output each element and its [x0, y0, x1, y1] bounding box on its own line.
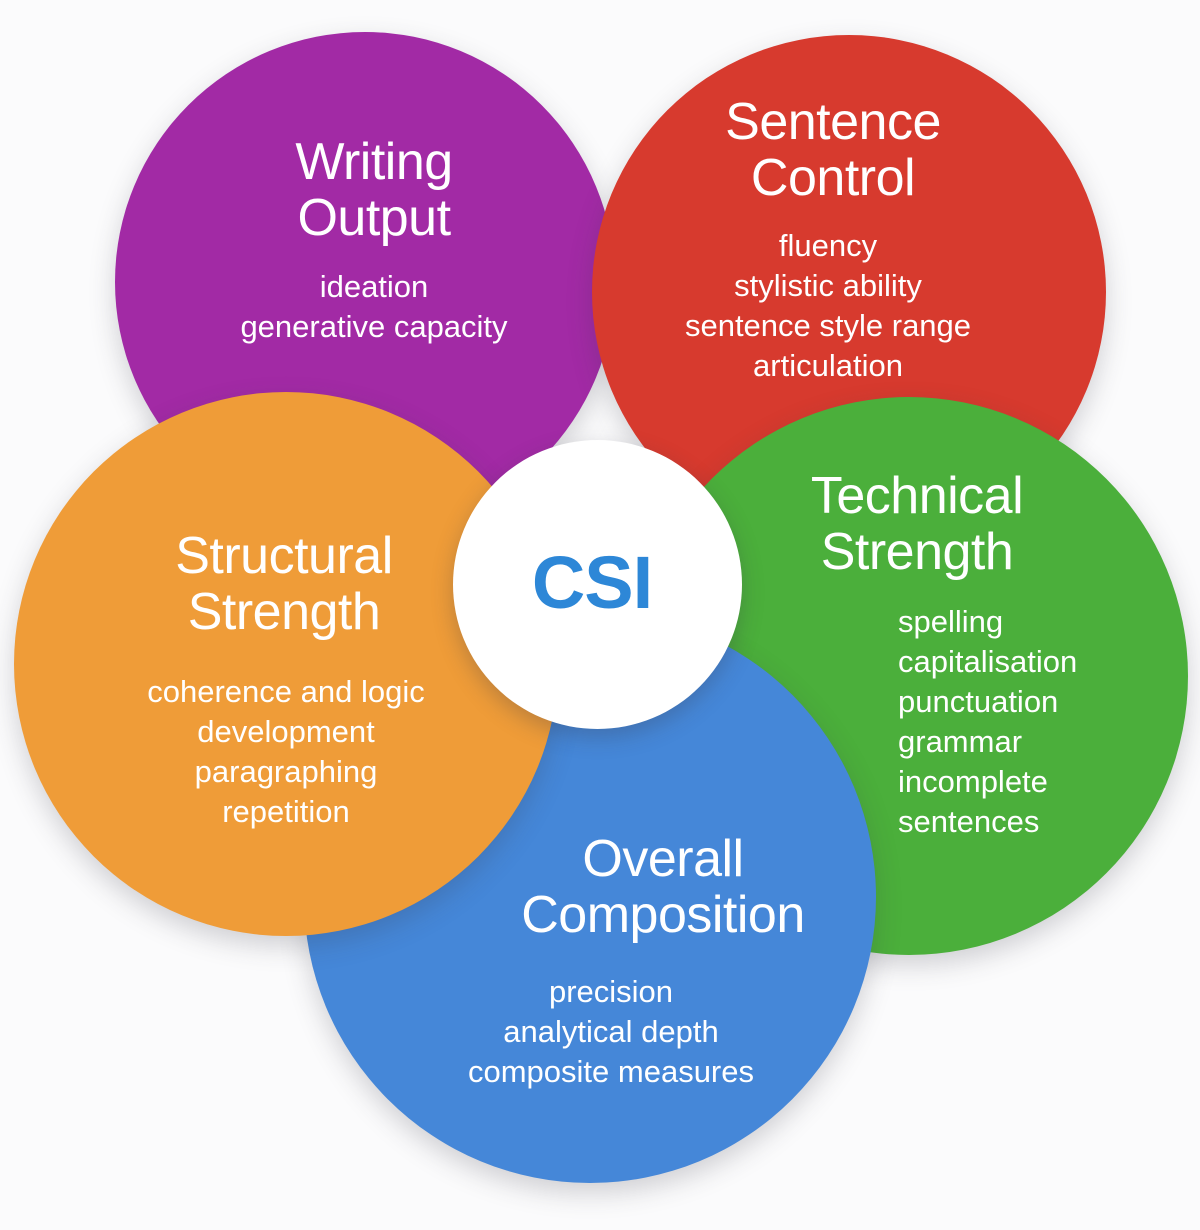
overall-composition-items: precision analytical depth composite mea… — [468, 972, 754, 1092]
technical-strength-items: spelling capitalisation punctuation gram… — [898, 602, 1148, 842]
overall-composition-title: Overall Composition — [521, 831, 805, 943]
list-item: articulation — [753, 348, 903, 383]
title-line: Technical — [810, 467, 1024, 525]
list-item: repetition — [222, 794, 350, 829]
list-item: coherence and logic — [147, 674, 425, 709]
list-item: composite measures — [467, 1054, 755, 1089]
structural-strength-title: Structural Strength — [175, 528, 393, 640]
list-item: generative capacity — [240, 309, 508, 344]
list-item: sentence style range — [684, 308, 972, 343]
title-line: Control — [750, 149, 916, 207]
list-item: paragraphing — [194, 754, 378, 789]
title-line: Composition — [521, 886, 805, 944]
list-item: spelling — [898, 604, 1004, 639]
structural-strength-circle — [14, 392, 558, 936]
csi-center-circle — [453, 440, 742, 729]
title-line: Overall — [582, 830, 744, 888]
title-line: Structural — [175, 527, 393, 585]
list-item: analytical depth — [503, 1014, 719, 1049]
list-item: punctuation — [898, 684, 1059, 719]
title-line: Writing — [295, 133, 453, 191]
list-item: development — [197, 714, 375, 749]
list-item: ideation — [319, 269, 429, 304]
list-item: grammar — [898, 724, 1023, 759]
list-item: capitalisation — [898, 644, 1078, 679]
list-item: incomplete sentences — [898, 764, 1048, 839]
sentence-control-title: Sentence Control — [725, 94, 941, 206]
technical-strength-title: Technical Strength — [810, 467, 1024, 581]
title-line: Strength — [187, 583, 381, 641]
list-item: fluency — [778, 228, 878, 263]
writing-output-items: ideation generative capacity — [240, 267, 507, 347]
title-line: Strength — [820, 523, 1014, 581]
sentence-control-items: fluency stylistic ability sentence style… — [685, 226, 971, 386]
writing-output-title: Writing Output — [295, 133, 453, 247]
title-line: Output — [297, 189, 451, 247]
title-line: Sentence — [725, 93, 941, 151]
structural-strength-items: coherence and logic development paragrap… — [147, 672, 424, 832]
list-item: precision — [548, 974, 674, 1009]
list-item: stylistic ability — [734, 268, 922, 303]
csi-label: CSI — [531, 541, 653, 624]
